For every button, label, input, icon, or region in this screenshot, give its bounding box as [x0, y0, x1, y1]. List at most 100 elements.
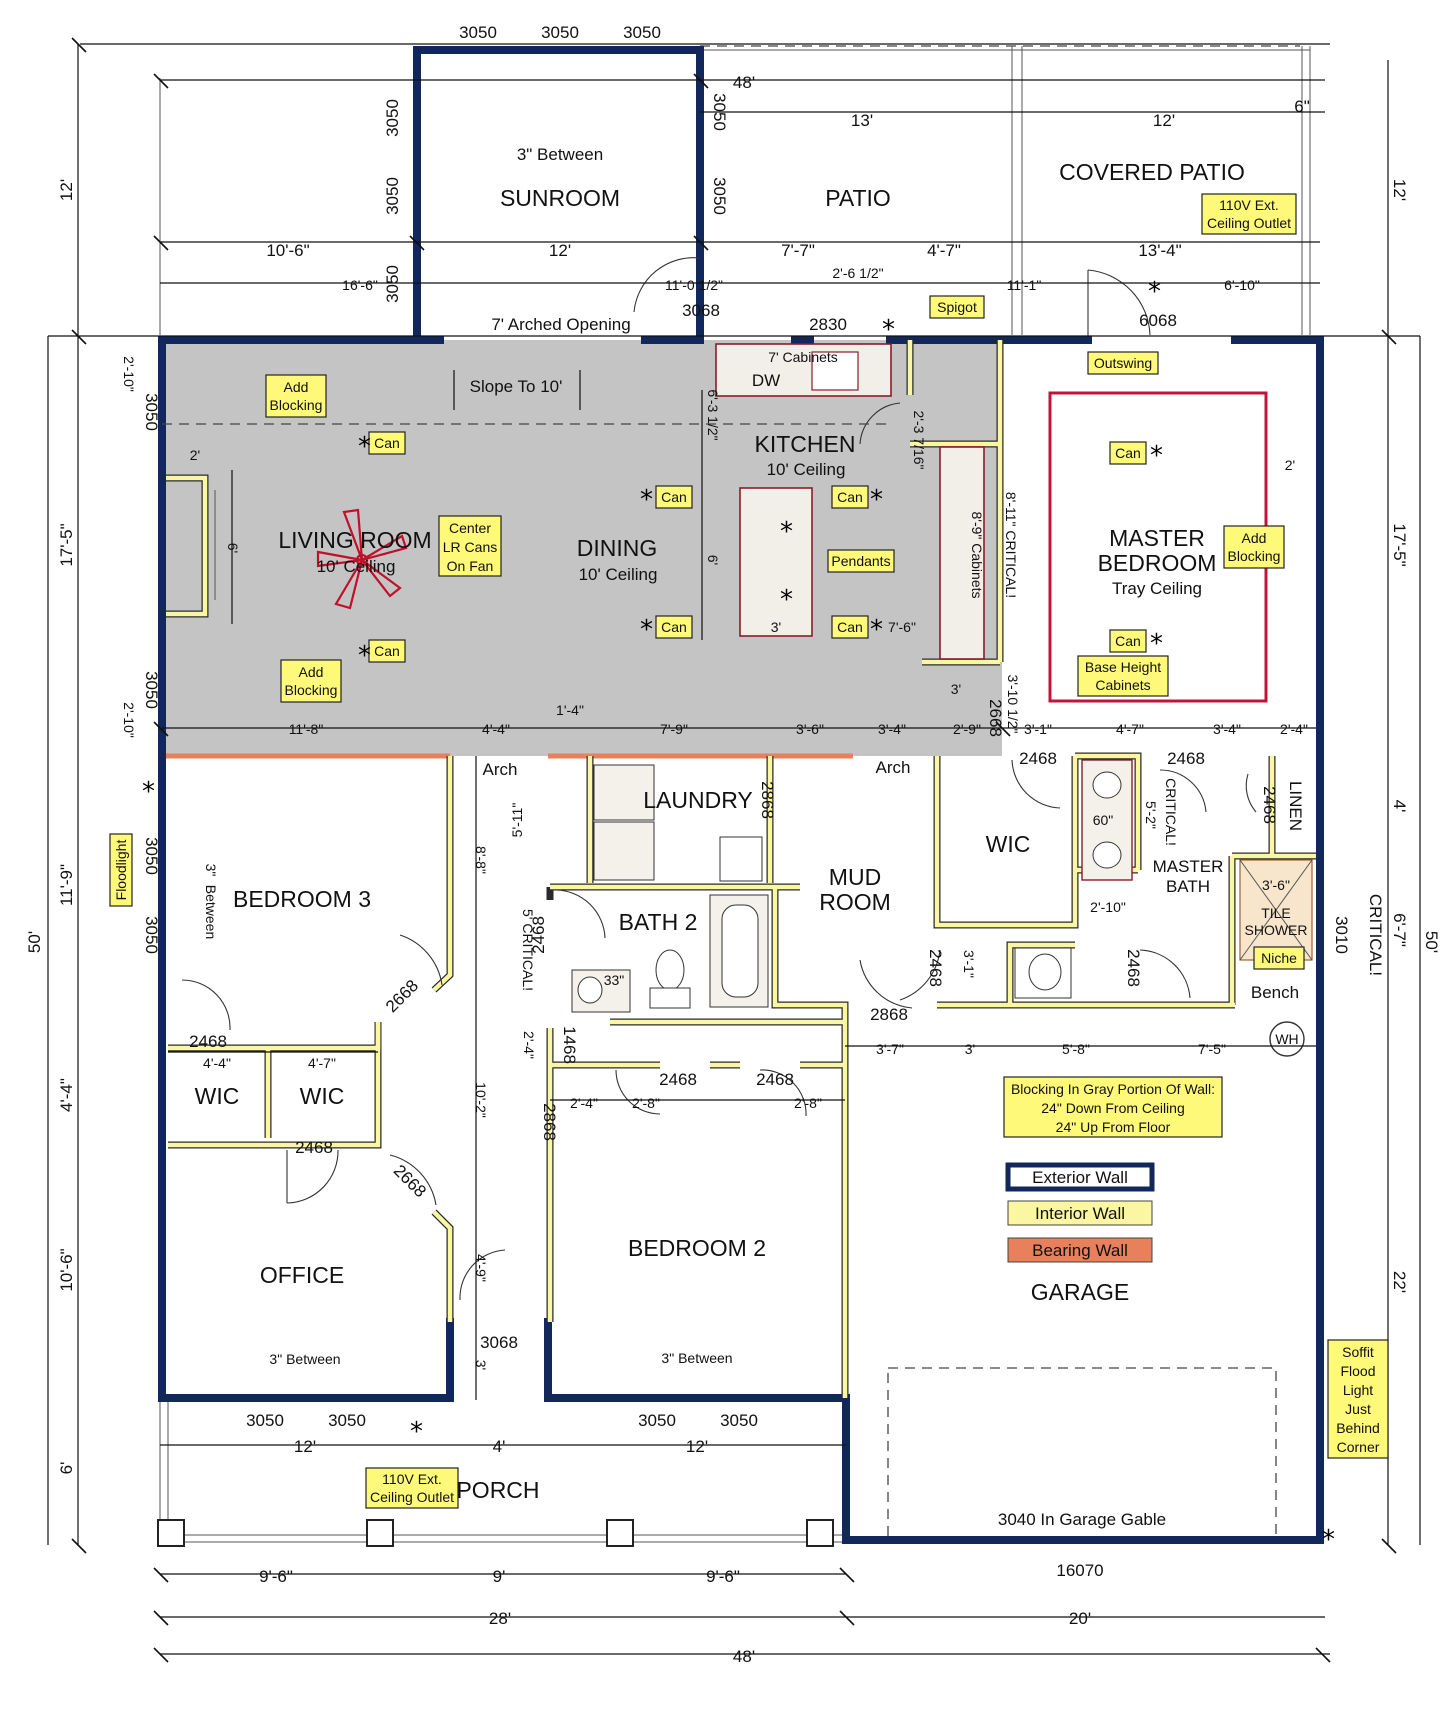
tag-can-5: Can — [655, 615, 693, 639]
dining-ceiling: 10' Ceiling — [579, 565, 658, 584]
svg-text:2'-10": 2'-10" — [121, 356, 137, 392]
room-labels: SUNROOM PATIO COVERED PATIO KITCHEN 10' … — [195, 159, 1308, 1503]
svg-text:2'-3 7/16": 2'-3 7/16" — [911, 410, 927, 469]
svg-text:Add: Add — [299, 664, 324, 680]
svg-text:11'-8": 11'-8" — [289, 721, 324, 737]
svg-text:13': 13' — [851, 111, 873, 130]
note-3-between-bed2: 3" Between — [661, 1350, 732, 1366]
tag-add-blocking-mb: Add Blocking — [1223, 525, 1285, 569]
door-3050-r2: 3050 — [710, 177, 729, 215]
bath-fixtures — [571, 759, 1313, 1057]
svg-text:3'-1": 3'-1" — [961, 950, 977, 978]
callout-tags: 110V Ext. Ceiling Outlet Spigot Outswing… — [109, 193, 1389, 1509]
note-critical-5: 5' CRITICAL! — [520, 909, 536, 991]
tag-can-6: Can — [831, 615, 869, 639]
svg-text:*: * — [780, 517, 793, 547]
door-3050-b3-a: 3050 — [142, 837, 161, 875]
tag-add-blocking-lr-top: Add Blocking — [265, 374, 327, 418]
svg-text:Ceiling Outlet: Ceiling Outlet — [370, 1489, 454, 1505]
legend-exterior-label: Exterior Wall — [1032, 1168, 1128, 1187]
svg-text:Can: Can — [661, 489, 687, 505]
room-master-2: BEDROOM — [1098, 550, 1217, 576]
svg-text:4'-9": 4'-9" — [473, 1254, 489, 1282]
room-patio: PATIO — [825, 185, 891, 211]
door-2468-f: 2468 — [1124, 949, 1143, 987]
door-2868-a: 2868 — [758, 781, 777, 819]
svg-text:50': 50' — [25, 931, 44, 953]
svg-text:On Fan: On Fan — [447, 558, 494, 574]
room-garage: GARAGE — [1031, 1279, 1129, 1305]
svg-text:Blocking: Blocking — [285, 682, 338, 698]
svg-text:Cabinets: Cabinets — [1095, 677, 1150, 693]
door-2868-c: 2868 — [540, 1103, 559, 1141]
door-3050-lr-a: 3050 — [142, 393, 161, 431]
svg-text:10'-2": 10'-2" — [473, 1082, 489, 1118]
living-ceiling: 10' Ceiling — [317, 557, 396, 576]
svg-text:11'-0 1/2": 11'-0 1/2" — [665, 277, 723, 293]
door-2468-e: 2468 — [926, 949, 945, 987]
svg-text:6': 6' — [57, 1462, 76, 1475]
note-wh: WH — [1275, 1031, 1298, 1047]
svg-text:110V Ext.: 110V Ext. — [1219, 197, 1279, 213]
door-3068-bot: 3068 — [480, 1333, 518, 1352]
legend-interior-label: Interior Wall — [1035, 1204, 1125, 1223]
svg-text:*: * — [410, 1417, 423, 1447]
svg-text:110V Ext.: 110V Ext. — [382, 1471, 442, 1487]
svg-text:3': 3' — [771, 619, 781, 635]
svg-text:11'-9": 11'-9" — [57, 864, 76, 906]
svg-text:6'-7": 6'-7" — [1390, 913, 1409, 947]
svg-text:12': 12' — [1390, 179, 1409, 201]
door-2468-a: 2468 — [1019, 749, 1057, 768]
svg-text:Outswing: Outswing — [1094, 355, 1152, 371]
tag-floodlight: Floodlight — [109, 833, 133, 907]
svg-text:9': 9' — [493, 1567, 506, 1586]
room-sunroom: SUNROOM — [500, 185, 620, 211]
tag-base-height: Base Height Cabinets — [1077, 655, 1169, 697]
door-6068: 6068 — [1139, 311, 1177, 330]
door-2468-b: 2468 — [1167, 749, 1205, 768]
svg-text:*: * — [640, 485, 653, 515]
kitchen-sink — [811, 351, 859, 391]
room-bench: Bench — [1251, 983, 1299, 1002]
door-3050-b3-b: 3050 — [142, 916, 161, 954]
door-2668-a: 2668 — [382, 976, 422, 1016]
door-3050-r1: 3050 — [710, 93, 729, 131]
svg-text:*: * — [870, 615, 883, 645]
room-bath-2: BATH 2 — [619, 909, 698, 935]
note-arch-1: Arch — [483, 760, 518, 779]
svg-text:48': 48' — [733, 73, 755, 92]
svg-text:24" Up From Floor: 24" Up From Floor — [1056, 1119, 1171, 1135]
svg-text:*: * — [1322, 1525, 1335, 1555]
svg-text:3': 3' — [473, 1360, 489, 1370]
svg-text:2'-10": 2'-10" — [1090, 899, 1126, 915]
svg-text:Base Height: Base Height — [1085, 659, 1161, 675]
svg-text:7'-6": 7'-6" — [888, 619, 916, 635]
svg-text:3'-4": 3'-4" — [878, 721, 906, 737]
tag-niche: Niche — [1253, 946, 1305, 970]
kitchen-fixtures — [715, 343, 985, 660]
svg-text:2'-8": 2'-8" — [794, 1095, 822, 1111]
svg-text:9'-6": 9'-6" — [706, 1567, 740, 1586]
door-3050-l3: 3050 — [383, 265, 402, 303]
svg-text:10'-6": 10'-6" — [266, 241, 309, 260]
porch-column-4 — [806, 1519, 834, 1547]
svg-text:Add: Add — [1242, 530, 1267, 546]
door-3050-t3: 3050 — [623, 23, 661, 42]
svg-text:4': 4' — [1390, 800, 1409, 813]
note-dw: DW — [752, 371, 780, 390]
svg-text:7'-7": 7'-7" — [781, 241, 815, 260]
svg-text:17'-5": 17'-5" — [57, 523, 76, 566]
svg-text:3'-7": 3'-7" — [876, 1041, 904, 1057]
svg-text:3'-4": 3'-4" — [1213, 721, 1241, 737]
svg-text:3'-6": 3'-6" — [796, 721, 824, 737]
note-cabinets-889: 8'-9" Cabinets — [969, 511, 985, 598]
note-3-between-office: 3" Between — [269, 1351, 340, 1367]
svg-text:5'-2": 5'-2" — [1143, 801, 1159, 829]
porch-column-2 — [366, 1519, 394, 1547]
note-arched-opening: 7' Arched Opening — [491, 315, 630, 334]
svg-text:4'-4": 4'-4" — [482, 721, 510, 737]
svg-text:5'-8": 5'-8" — [1062, 1041, 1090, 1057]
door-2668-c: 2668 — [986, 699, 1005, 737]
svg-text:10'-6": 10'-6" — [57, 1248, 76, 1291]
water-heater-icon — [1269, 1021, 1305, 1057]
